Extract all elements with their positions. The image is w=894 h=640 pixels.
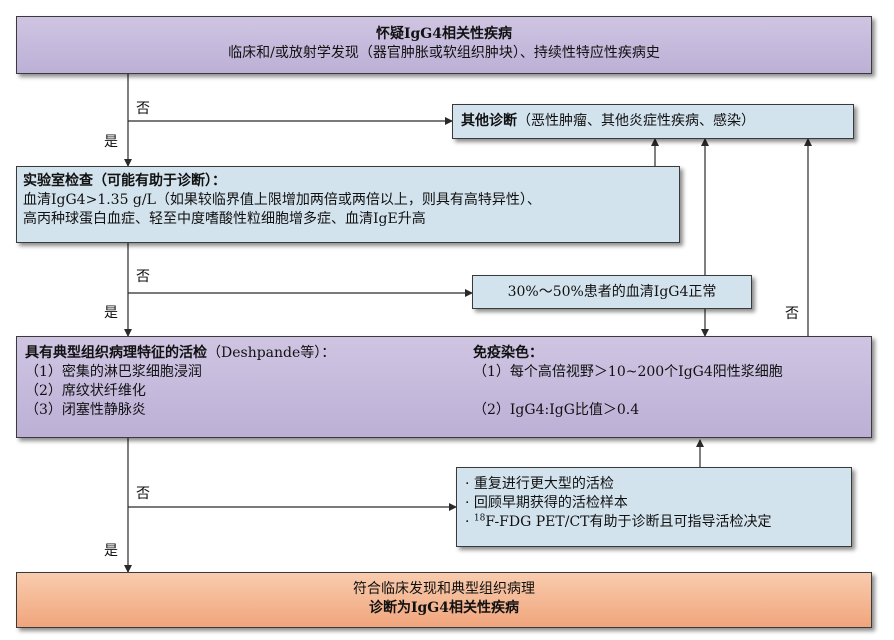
immuno-title: 免疫染色：: [473, 345, 543, 361]
node-other-diagnosis: 其他诊断（恶性肿瘤、其他炎症性疾病、感染）: [452, 104, 854, 139]
label-no: 否: [785, 306, 799, 322]
biopsy-right: 免疫染色： （1）每个高倍视野＞10~200个IgG4阳性浆细胞 （2）IgG4…: [473, 344, 783, 420]
biopsy-title: 具有典型组织病理特征的活检: [25, 345, 207, 361]
node-biopsy: 具有典型组织病理特征的活检（Deshpande等）： （1）密集的淋巴浆细胞浸润…: [16, 336, 872, 438]
node-other-detail: （恶性肿瘤、其他炎症性疾病、感染）: [517, 113, 755, 129]
label-yes: 是: [104, 305, 118, 321]
repeat-item-pet: · 18F-FDG PET/CT有助于诊断且可指导活检决定: [465, 513, 772, 530]
immuno-item: （1）每个高倍视野＞10~200个IgG4阳性浆细胞: [473, 364, 783, 380]
node-lab-title: 实验室检查（可能有助于诊断）：: [23, 173, 226, 189]
biopsy-left: 具有典型组织病理特征的活检（Deshpande等）： （1）密集的淋巴浆细胞浸润…: [25, 344, 335, 420]
label-no: 否: [136, 101, 150, 117]
repeat-item: · 重复进行更大型的活检: [465, 476, 614, 492]
biopsy-item: （1）密集的淋巴浆细胞浸润: [25, 364, 202, 380]
node-other-title: 其他诊断: [461, 113, 517, 129]
conclusion-line2: 诊断为IgG4相关性疾病: [368, 600, 520, 616]
label-yes: 是: [104, 134, 118, 150]
biopsy-title-rest: （Deshpande等）：: [207, 345, 336, 361]
immuno-item: （2）IgG4:IgG比值＞0.4: [473, 402, 640, 418]
label-yes: 是: [104, 543, 118, 559]
node-conclusion: 符合临床发现和典型组织病理 诊断为IgG4相关性疾病: [16, 572, 872, 628]
node-suspect-subtitle: 临床和/或放射学发现（器官肿胀或软组织肿块）、持续性特应性疾病史: [228, 45, 660, 61]
node-lab-tests: 实验室检查（可能有助于诊断）： 血清IgG4>1.35 g/L（如果较临界值上限…: [16, 166, 680, 243]
repeat-item: · 回顾早期获得的活检样本: [465, 495, 628, 511]
label-no: 否: [136, 269, 150, 285]
node-suspect: 怀疑IgG4相关性疾病 临床和/或放射学发现（器官肿胀或软组织肿块）、持续性特应…: [16, 16, 872, 74]
biopsy-item: （3）闭塞性静脉炎: [25, 402, 146, 418]
node-normal-text: 30%～50%患者的血清IgG4正常: [507, 284, 717, 300]
node-normal-igg4: 30%～50%患者的血清IgG4正常: [472, 275, 752, 309]
node-repeat-biopsy: · 重复进行更大型的活检 · 回顾早期获得的活检样本 · 18F-FDG PET…: [456, 467, 852, 547]
node-lab-line2: 高丙种球蛋白血症、轻至中度嗜酸性粒细胞增多症、血清IgE升高: [23, 211, 426, 227]
label-no: 否: [136, 486, 150, 502]
conclusion-line1: 符合临床发现和典型组织病理: [353, 581, 535, 597]
node-suspect-title: 怀疑IgG4相关性疾病: [375, 26, 513, 42]
node-lab-line1: 血清IgG4>1.35 g/L（如果较临界值上限增加两倍或两倍以上，则具有高特异…: [23, 192, 541, 208]
biopsy-item: （2）席纹状纤维化: [25, 383, 146, 399]
